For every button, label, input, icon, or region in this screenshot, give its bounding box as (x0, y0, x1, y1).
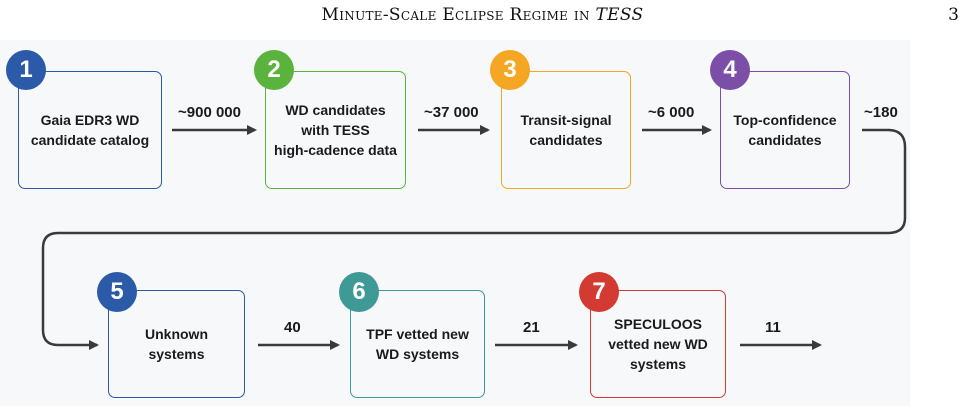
stage-7-line-3: systems (629, 356, 687, 372)
stage-badge-5: 5 (97, 272, 137, 312)
stage-box-4: Top-confidence candidates (720, 71, 850, 189)
stage-7-line-1: SPECULOOS (614, 316, 702, 332)
stage-badge-1: 1 (6, 50, 46, 90)
stage-7-line-2: vetted new WD (608, 336, 708, 352)
stage-badge-3: 3 (490, 50, 530, 90)
count-6-7: 21 (523, 319, 540, 336)
stage-box-3: Transit-signal candidates (501, 71, 631, 189)
stage-3-line-2: candidates (529, 132, 603, 148)
page-number: 3 (948, 5, 959, 25)
count-1-2: ~900 000 (178, 104, 241, 121)
stage-1-line-1: Gaia EDR3 WD (40, 112, 140, 128)
stage-badge-2: 2 (254, 50, 294, 90)
stage-badge-6: 6 (339, 272, 379, 312)
running-title-text: Minute-Scale Eclipse Regime in (321, 5, 590, 25)
running-title-italic: TESS (595, 5, 644, 25)
stage-5-line-1: Unknown (145, 326, 208, 342)
running-title: Minute-Scale Eclipse Regime in TESS (0, 5, 965, 25)
stage-box-1: Gaia EDR3 WD candidate catalog (18, 71, 162, 189)
stage-box-5: Unknown systems (108, 290, 245, 398)
stage-box-2: WD candidates with TESS high-cadence data (265, 71, 406, 189)
stage-3-line-1: Transit-signal (520, 112, 612, 128)
count-5-6: 40 (284, 319, 301, 336)
stage-box-6: TPF vetted new WD systems (350, 290, 485, 398)
count-3-4: ~6 000 (648, 104, 695, 121)
stage-badge-4: 4 (710, 50, 750, 90)
stage-box-7: SPECULOOS vetted new WD systems (590, 290, 726, 398)
stage-6-line-1: TPF vetted new (366, 326, 469, 342)
count-4-5: ~180 (864, 104, 898, 121)
stage-2-line-1: WD candidates (285, 102, 386, 118)
stage-2-line-2: with TESS (301, 122, 370, 138)
page-header: Minute-Scale Eclipse Regime in TESS 3 (0, 0, 965, 30)
stage-5-line-2: systems (148, 346, 205, 362)
stage-4-line-1: Top-confidence (733, 112, 837, 128)
count-7-out: 11 (765, 319, 781, 336)
stage-badge-7: 7 (579, 272, 619, 312)
count-2-3: ~37 000 (424, 104, 479, 121)
stage-4-line-2: candidates (748, 132, 822, 148)
stage-2-line-3: high-cadence data (274, 142, 397, 158)
arrow-4-5-wrap (41, 128, 907, 350)
stage-1-line-2: candidate catalog (30, 132, 150, 148)
stage-6-line-2: WD systems (375, 346, 460, 362)
